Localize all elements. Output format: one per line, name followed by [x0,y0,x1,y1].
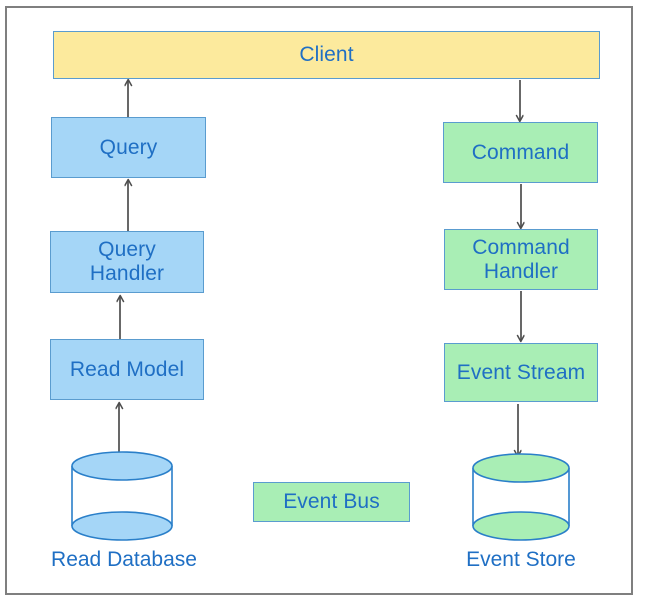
node-event-store-label: Event Store [466,548,576,571]
node-query-handler-label-line1: Query [98,238,156,262]
node-query-handler[interactable]: Query Handler [50,231,204,293]
node-command-label: Command [471,140,570,164]
node-event-stream-label: Event Stream [456,360,586,384]
node-command[interactable]: Command [443,122,598,183]
node-read-model-label: Read Model [69,357,185,381]
node-command-handler-label-line1: Command [472,235,570,259]
node-event-bus[interactable]: Event Bus [253,482,410,522]
node-client[interactable]: Client [53,31,600,79]
node-command-handler-label-line2: Handler [483,259,559,283]
node-event-store[interactable] [469,450,573,546]
diagram-frame [5,6,633,595]
node-query[interactable]: Query [51,117,206,178]
node-event-bus-label: Event Bus [283,490,380,514]
node-query-label: Query [99,135,158,159]
node-read-database[interactable] [68,448,176,544]
node-event-stream[interactable]: Event Stream [444,343,598,402]
node-query-handler-label-line2: Handler [89,262,165,285]
node-read-database-label: Read Database [51,548,197,571]
node-read-model[interactable]: Read Model [50,339,204,400]
node-client-label: Client [299,43,354,67]
node-command-handler[interactable]: Command Handler [444,229,598,290]
